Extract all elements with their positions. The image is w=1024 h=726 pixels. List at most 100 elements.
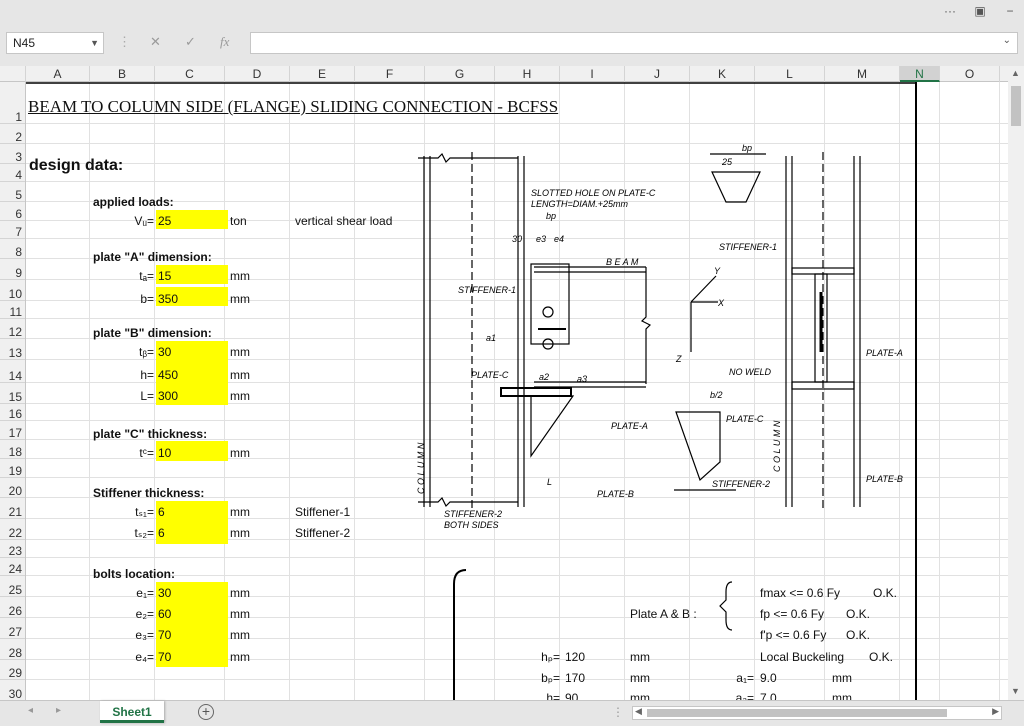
row-header-2[interactable]: 2 (0, 124, 25, 144)
expand-formula-icon[interactable]: ⌄ (1002, 35, 1011, 46)
row-header-19[interactable]: 19 (0, 459, 25, 478)
row-header-11[interactable]: 11 (0, 301, 25, 319)
e1-value[interactable]: 30 (158, 586, 172, 600)
tab-sheet1[interactable]: Sheet1 (100, 701, 164, 723)
row-header-23[interactable]: 23 (0, 540, 25, 558)
hscroll-thumb[interactable] (647, 709, 947, 717)
row-header-16[interactable]: 16 (0, 404, 25, 421)
plate-a-heading: plate "A" dimension: (93, 250, 212, 264)
tc-unit: mm (230, 446, 250, 460)
row-header-3[interactable]: 3 (0, 144, 25, 164)
row-header-13[interactable]: 13 (0, 339, 25, 360)
e2-value[interactable]: 60 (158, 607, 172, 621)
scroll-up-icon[interactable]: ▲ (1011, 68, 1020, 78)
ts1-value[interactable]: 6 (158, 505, 165, 519)
restore-icon[interactable]: ▣ (974, 4, 986, 18)
h-value[interactable]: 450 (158, 368, 179, 382)
ta-value[interactable]: 15 (158, 269, 172, 283)
row-header-14[interactable]: 14 (0, 360, 25, 383)
row-header-8[interactable]: 8 (0, 239, 25, 259)
gridline (26, 143, 1008, 144)
scroll-thumb[interactable] (1011, 86, 1021, 126)
row-header-29[interactable]: 29 (0, 660, 25, 680)
formula-input[interactable]: ⌄ (250, 32, 1018, 54)
l-value[interactable]: 300 (158, 389, 179, 403)
column-header-e[interactable]: E (290, 66, 355, 82)
check-buckling: Local Buckeling (760, 650, 845, 664)
gridline (26, 575, 1008, 576)
vz-value[interactable]: 25 (158, 214, 172, 228)
column-header-o[interactable]: O (940, 66, 1000, 82)
column-header-f[interactable]: F (355, 66, 425, 82)
gridline (26, 638, 1008, 639)
row-header-6[interactable]: 6 (0, 202, 25, 221)
row-header-27[interactable]: 27 (0, 618, 25, 639)
minimize-icon[interactable]: − (1006, 4, 1014, 18)
e4-value[interactable]: 70 (158, 650, 172, 664)
ts2-value[interactable]: 6 (158, 526, 165, 540)
vertical-scrollbar[interactable]: ▲ ▼ (1008, 66, 1024, 700)
horizontal-scrollbar[interactable]: ◀ ▶ (632, 706, 1002, 720)
gridline (754, 82, 755, 700)
row-header-1[interactable]: 1 (0, 82, 25, 124)
column-header-m[interactable]: M (825, 66, 900, 82)
tc-value[interactable]: 10 (158, 446, 172, 460)
row-header-28[interactable]: 28 (0, 639, 25, 660)
add-sheet-icon[interactable]: + (198, 704, 214, 720)
column-header-l[interactable]: L (755, 66, 825, 82)
column-header-i[interactable]: I (560, 66, 625, 82)
h30-unit: mm (630, 691, 650, 700)
b-value[interactable]: 350 (158, 292, 179, 306)
more-options-icon[interactable]: ··· (944, 4, 956, 18)
row-header-9[interactable]: 9 (0, 259, 25, 280)
row-header-7[interactable]: 7 (0, 221, 25, 239)
row-header-15[interactable]: 15 (0, 383, 25, 404)
row-header-26[interactable]: 26 (0, 597, 25, 618)
row-header-5[interactable]: 5 (0, 182, 25, 202)
gridline (26, 382, 1008, 383)
worksheet-grid[interactable]: BEAM TO COLUMN SIDE (FLANGE) SLIDING CON… (26, 82, 1008, 700)
row-header-24[interactable]: 24 (0, 558, 25, 576)
column-header-d[interactable]: D (225, 66, 290, 82)
row-header-22[interactable]: 22 (0, 519, 25, 540)
scroll-left-icon[interactable]: ◀ (635, 706, 642, 716)
prev-sheet-icon[interactable]: ◂ (28, 705, 34, 716)
column-header-j[interactable]: J (625, 66, 690, 82)
applied-loads-heading: applied loads: (93, 195, 174, 209)
column-header-n[interactable]: N (900, 66, 940, 82)
name-box[interactable]: N45▼ (6, 32, 104, 54)
sheet-tab-bar: ◂ ▸ Sheet1 + ⋮ ◀ ▶ (0, 700, 1024, 726)
column-header-h[interactable]: H (495, 66, 560, 82)
chevron-down-icon[interactable]: ▼ (90, 38, 99, 48)
row-header-25[interactable]: 25 (0, 576, 25, 597)
l-label: L= (140, 389, 154, 403)
enter-icon[interactable]: ✓ (185, 34, 196, 49)
row-header-17[interactable]: 17 (0, 421, 25, 440)
ts1-label: tₛ₁= (135, 505, 154, 519)
row-header-18[interactable]: 18 (0, 440, 25, 459)
row-header-30[interactable]: 30 (0, 680, 25, 700)
row-header-10[interactable]: 10 (0, 280, 25, 301)
insert-function-icon[interactable]: fx (220, 34, 230, 49)
row-header-20[interactable]: 20 (0, 478, 25, 498)
column-header-a[interactable]: A (26, 66, 90, 82)
row-header-21[interactable]: 21 (0, 498, 25, 519)
gridline (624, 82, 625, 700)
e3-value[interactable]: 70 (158, 628, 172, 642)
column-header-c[interactable]: C (155, 66, 225, 82)
check-fp: fp <= 0.6 Fy (760, 607, 825, 621)
row-header-4[interactable]: 4 (0, 164, 25, 182)
scroll-down-icon[interactable]: ▼ (1011, 686, 1020, 696)
gridline (26, 439, 1008, 440)
row-header-12[interactable]: 12 (0, 319, 25, 339)
scroll-right-icon[interactable]: ▶ (992, 706, 999, 716)
next-sheet-icon[interactable]: ▸ (56, 705, 62, 716)
tab-split-icon[interactable]: ⋮ (612, 705, 624, 719)
column-header-b[interactable]: B (90, 66, 155, 82)
select-all-corner[interactable] (0, 66, 26, 82)
tb-value[interactable]: 30 (158, 345, 172, 359)
column-header-g[interactable]: G (425, 66, 495, 82)
cancel-icon[interactable]: ✕ (150, 34, 161, 49)
label-plate-b: PLATE-B (597, 489, 634, 499)
column-header-k[interactable]: K (690, 66, 755, 82)
